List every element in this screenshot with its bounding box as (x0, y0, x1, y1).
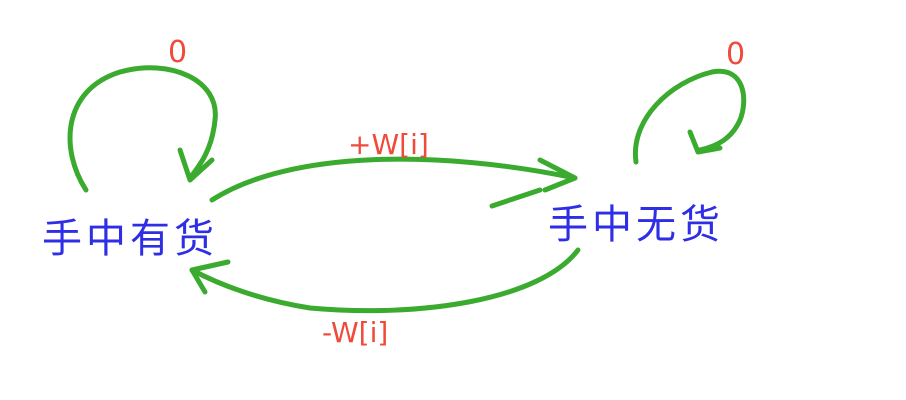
self-loop-holding-arrow (67, 65, 218, 193)
self-loop-empty: 0 (632, 37, 747, 165)
self-loop-holding-arrowhead (177, 147, 215, 183)
state-holding: 手中有货 (42, 216, 218, 262)
edge-empty-to-holding-label: -W[i] (322, 316, 388, 349)
edge-holding-to-empty-label: +W[i] (348, 128, 429, 161)
edge-holding-to-empty-tail-stroke (489, 187, 543, 209)
state-empty: 手中无货 (548, 202, 724, 248)
self-loop-empty-arrow (632, 68, 747, 165)
self-loop-holding-label: 0 (168, 35, 187, 70)
edge-empty-to-holding: -W[i] (189, 247, 581, 349)
edge-holding-to-empty-arrow (209, 156, 578, 203)
edge-holding-to-empty-arrowhead (537, 157, 578, 193)
self-loop-empty-arrowhead (687, 129, 723, 155)
edge-holding-to-empty: +W[i] (209, 128, 578, 209)
self-loop-empty-label: 0 (726, 37, 745, 72)
self-loop-holding: 0 (67, 35, 218, 193)
edge-empty-to-holding-arrow (189, 247, 581, 314)
edge-empty-to-holding-arrowhead (189, 259, 231, 295)
